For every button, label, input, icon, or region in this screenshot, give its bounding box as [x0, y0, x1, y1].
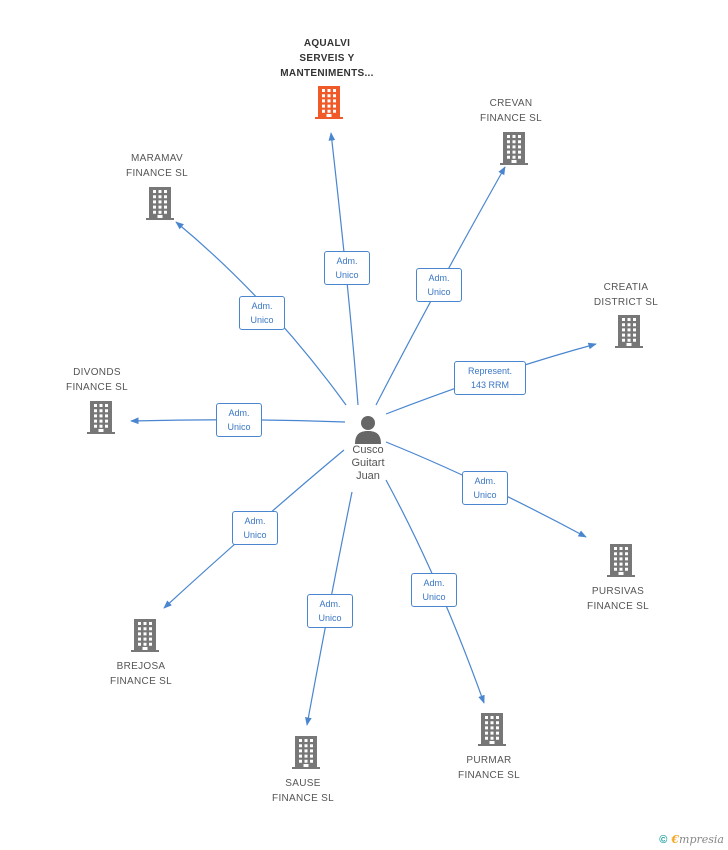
relation-badge-line: Adm.	[428, 273, 450, 283]
company-node-brejosa[interactable]	[130, 617, 160, 653]
company-name-line: FINANCE SL	[458, 770, 520, 781]
company-node-maramav[interactable]	[145, 185, 175, 221]
relation-badge-line: Adm.	[474, 476, 496, 486]
company-node-sause[interactable]	[291, 734, 321, 770]
company-name-line: SAUSE	[285, 778, 321, 789]
company-name-line: SERVEIS Y	[299, 53, 355, 64]
company-name-line: DISTRICT SL	[593, 297, 659, 308]
relation-badge-line: Adm.	[228, 408, 250, 418]
company-node-aqualvi[interactable]	[314, 84, 344, 120]
brand-text: mpresia	[679, 833, 724, 846]
company-node-creatia[interactable]	[614, 313, 644, 349]
company-name-line: BREJOSA	[116, 661, 166, 672]
relation-badge-line: Unico	[427, 287, 451, 297]
relation-badge-line: Unico	[422, 592, 446, 602]
company-label-aqualvi[interactable]: AQUALVI SERVEIS Y MANTENIMENTS...	[257, 36, 397, 81]
building-icon	[146, 187, 174, 220]
building-icon	[478, 713, 506, 746]
relation-badge-divonds[interactable]: Adm. Unico	[216, 403, 262, 437]
person-icon	[355, 416, 381, 444]
company-node-pursivas[interactable]	[606, 542, 636, 578]
building-icon	[500, 132, 528, 165]
person-name-line: Guitart	[351, 457, 385, 469]
company-label-creatia[interactable]: CREATIA DISTRICT SL	[556, 280, 696, 310]
company-label-pursivas[interactable]: PURSIVAS FINANCE SL	[548, 584, 688, 614]
company-name-line: PURSIVAS	[591, 586, 645, 597]
company-node-crevan[interactable]	[499, 130, 529, 166]
person-name-line: Juan	[356, 470, 380, 482]
relation-badge-line: Unico	[473, 490, 497, 500]
company-label-divonds[interactable]: DIVONDS FINANCE SL	[27, 365, 167, 395]
relation-badge-line: Unico	[250, 315, 274, 325]
company-name: CREVAN FINANCE SL	[441, 96, 581, 126]
company-name-line: FINANCE SL	[66, 382, 128, 393]
relation-badge-line: Unico	[243, 530, 267, 540]
company-name: MARAMAV FINANCE SL	[87, 151, 227, 181]
brand-initial: €	[671, 833, 680, 846]
relation-badge-line: Adm.	[244, 516, 266, 526]
company-name-line: DIVONDS	[73, 367, 121, 378]
relation-badge-line: Adm.	[423, 578, 445, 588]
company-name-line: FINANCE SL	[587, 601, 649, 612]
relation-badge-line: Adm.	[336, 256, 358, 266]
relation-badge-purmar[interactable]: Adm. Unico	[411, 573, 457, 607]
relation-badge-line: Unico	[335, 270, 359, 280]
relation-badge-crevan[interactable]: Adm. Unico	[416, 268, 462, 302]
company-node-purmar[interactable]	[477, 711, 507, 747]
company-name: DIVONDS FINANCE SL	[27, 365, 167, 395]
company-name-line: FINANCE SL	[126, 168, 188, 179]
building-icon	[615, 315, 643, 348]
relation-badge-maramav[interactable]: Adm. Unico	[239, 296, 285, 330]
relation-badge-aqualvi[interactable]: Adm. Unico	[324, 251, 370, 285]
company-name: PURSIVAS FINANCE SL	[548, 584, 688, 614]
relation-badge-line: Represent.	[467, 366, 513, 376]
relation-badge-line: Adm.	[251, 301, 273, 311]
company-name-line: FINANCE SL	[110, 676, 172, 687]
building-icon	[87, 401, 115, 434]
relation-badge-pursivas[interactable]: Adm. Unico	[462, 471, 508, 505]
company-name: AQUALVI SERVEIS Y MANTENIMENTS...	[257, 36, 397, 81]
relation-badge-brejosa[interactable]: Adm. Unico	[232, 511, 278, 545]
relation-badge-line: 143 RRM	[470, 380, 509, 390]
company-name-line: FINANCE SL	[272, 793, 334, 804]
building-icon	[131, 619, 159, 652]
company-name: CREATIA DISTRICT SL	[556, 280, 696, 310]
company-name-line: PURMAR	[466, 755, 512, 766]
relation-badge-line: Adm.	[319, 599, 341, 609]
company-name-line: FINANCE SL	[480, 113, 542, 124]
person-name-line: Cusco	[352, 444, 384, 456]
company-name: PURMAR FINANCE SL	[419, 753, 559, 783]
company-name: SAUSE FINANCE SL	[233, 776, 373, 806]
company-name-line: MANTENIMENTS...	[280, 68, 374, 79]
brand-logo: €mpresia	[671, 833, 724, 846]
building-icon	[315, 86, 343, 119]
company-label-purmar[interactable]: PURMAR FINANCE SL	[419, 753, 559, 783]
company-node-divonds[interactable]	[86, 399, 116, 435]
building-icon	[607, 544, 635, 577]
relation-badge-line: Unico	[318, 613, 342, 623]
company-name-line: MARAMAV	[131, 153, 183, 164]
company-name-line: CREVAN	[489, 98, 533, 109]
company-name: BREJOSA FINANCE SL	[71, 659, 211, 689]
company-label-crevan[interactable]: CREVAN FINANCE SL	[441, 96, 581, 126]
building-icon	[292, 736, 320, 769]
company-name-line: AQUALVI	[303, 38, 351, 49]
company-name-line: CREATIA	[603, 282, 649, 293]
company-label-brejosa[interactable]: BREJOSA FINANCE SL	[71, 659, 211, 689]
relation-badge-creatia[interactable]: Represent. 143 RRM	[454, 361, 526, 395]
copyright-notice: ©€mpresia	[659, 833, 724, 846]
company-label-sause[interactable]: SAUSE FINANCE SL	[233, 776, 373, 806]
company-label-maramav[interactable]: MARAMAV FINANCE SL	[87, 151, 227, 181]
copyright-symbol: ©	[659, 834, 668, 846]
relation-badge-sause[interactable]: Adm. Unico	[307, 594, 353, 628]
relation-badge-line: Unico	[227, 422, 251, 432]
